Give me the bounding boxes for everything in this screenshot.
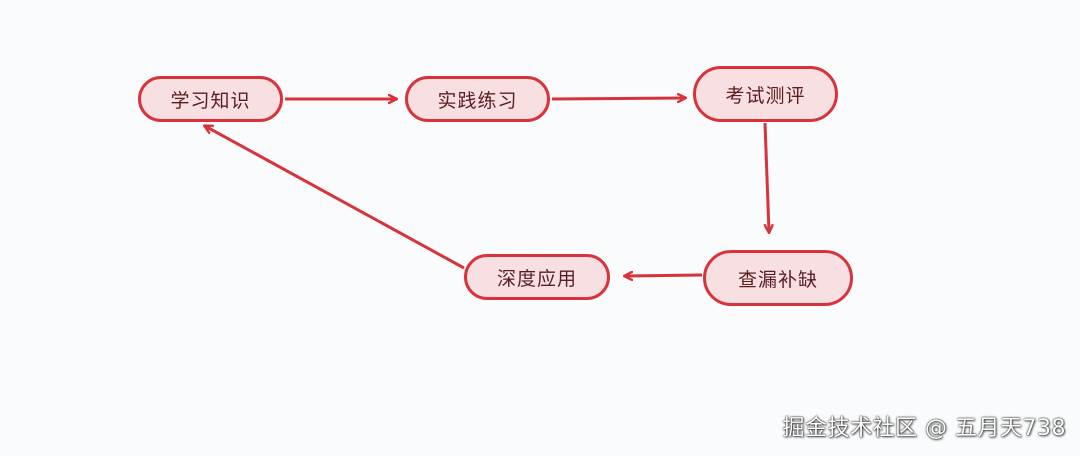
node-label: 实践练习: [437, 89, 518, 112]
node-label: 学习知识: [170, 89, 251, 112]
node-label: 查漏补缺: [737, 268, 818, 291]
node-learn-knowledge: 学习知识: [138, 76, 283, 122]
node-deep-application: 深度应用: [464, 254, 610, 300]
node-label: 考试测评: [725, 84, 806, 107]
watermark: 掘金技术社区 @ 五月天738: [782, 416, 1066, 441]
node-exam-evaluation: 考试测评: [693, 66, 838, 122]
edge-n4-n5: [625, 275, 703, 276]
node-practice: 实践练习: [405, 76, 550, 122]
edge-n3-n4: [763, 122, 769, 232]
edge-n5-n1: [205, 126, 465, 270]
node-fill-gaps: 查漏补缺: [703, 250, 853, 306]
edge-n2-n3: [551, 98, 685, 99]
node-label: 深度应用: [496, 267, 577, 290]
